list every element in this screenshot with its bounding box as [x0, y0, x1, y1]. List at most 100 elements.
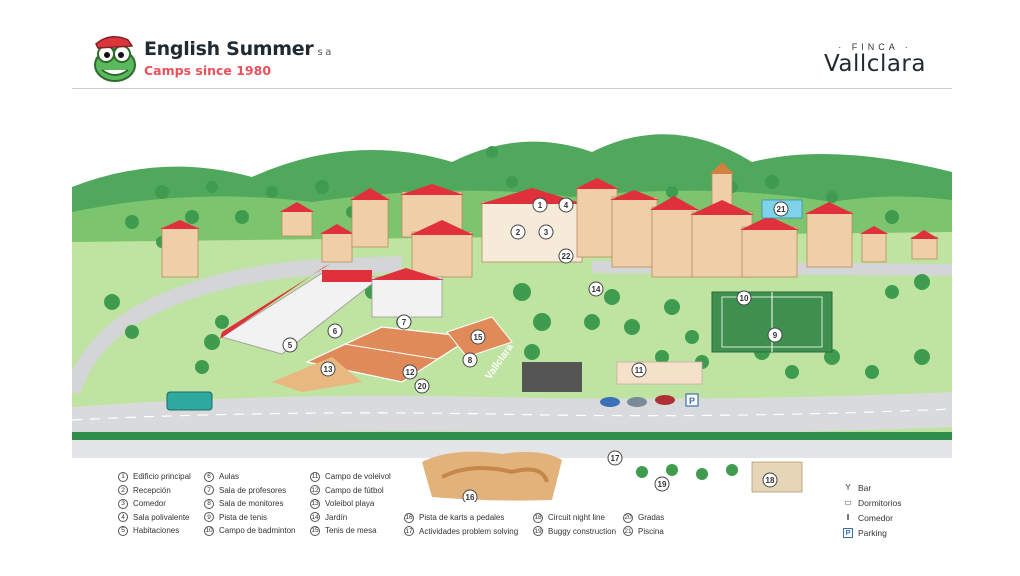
finca-vallclara-logo[interactable]: · FINCA · Vallclara: [800, 42, 950, 82]
legend-number: 17: [404, 526, 414, 537]
map-marker-5[interactable]: 5: [282, 337, 298, 353]
legend-symbol-item: ▭ Dormitorios: [843, 495, 901, 510]
bed-icon: ▭: [844, 498, 852, 507]
map-marker-label: 3: [544, 228, 549, 237]
map-marker-label: 13: [324, 365, 333, 374]
legend-number: 11: [310, 471, 320, 482]
beach-volleyball-court: [272, 357, 362, 392]
map-marker-9[interactable]: 9: [767, 327, 783, 343]
map-marker-label: 8: [468, 356, 473, 365]
brand-suffix: s a: [317, 47, 332, 58]
legend-label: Campo de fútbol: [325, 485, 384, 495]
map-marker-label: 21: [777, 205, 786, 214]
legend-number: 9: [204, 512, 214, 523]
legend-label: Sala de monitores: [219, 499, 284, 509]
legend-number: 20: [623, 512, 633, 523]
legend-item: 11 Campo de voleivol: [310, 470, 391, 484]
map-marker-21[interactable]: 21: [773, 201, 789, 217]
map-marker-1[interactable]: 1: [532, 197, 548, 213]
map-marker-20[interactable]: 20: [414, 378, 430, 394]
kart-track: [422, 451, 562, 501]
legend-number: 7: [204, 485, 214, 496]
legend-label: Recepción: [133, 485, 171, 495]
map-marker-label: 17: [611, 454, 620, 463]
legend-label: Piscina: [638, 526, 664, 536]
map-marker-7[interactable]: 7: [396, 314, 412, 330]
map-marker-label: 6: [333, 327, 338, 336]
map-marker-11[interactable]: 11: [631, 362, 647, 378]
parking-icon: P: [689, 396, 695, 406]
legend-label: Buggy construction: [548, 526, 617, 536]
header-divider: [72, 88, 952, 89]
map-marker-14[interactable]: 14: [588, 281, 604, 297]
legend-number: 14: [310, 512, 320, 523]
legend-label: Habitaciones: [133, 526, 180, 536]
legend-symbol-label: Dormitorios: [858, 497, 902, 508]
map-marker-label: 15: [474, 333, 483, 342]
bar-icon: Y: [845, 483, 851, 492]
legend-label: Campo de voleivol: [325, 472, 391, 482]
volleyball-court: [616, 361, 703, 385]
legend-symbol-label: Comedor: [858, 512, 893, 523]
sports-courts: [272, 291, 833, 392]
map-marker-12[interactable]: 12: [402, 364, 418, 380]
vallclara-sign: [522, 362, 582, 392]
legend-number: 6: [204, 471, 214, 482]
map-marker-label: 22: [562, 252, 571, 261]
map-marker-19[interactable]: 19: [654, 476, 670, 492]
legend-item: 17 Actividades problem solving: [404, 525, 518, 539]
legend-number: 4: [118, 512, 128, 523]
map-marker-8[interactable]: 8: [462, 352, 478, 368]
frog-mascot-icon: [94, 36, 136, 82]
map-marker-13[interactable]: 13: [320, 361, 336, 377]
legend-label: Edificio principal: [133, 472, 191, 482]
map-marker-18[interactable]: 18: [762, 472, 778, 488]
legend-label: Circuit night line: [548, 513, 605, 523]
legend-number: 19: [533, 526, 543, 537]
legend-label: Aulas: [219, 472, 240, 482]
map-marker-label: 19: [658, 480, 667, 489]
legend-label: Comedor: [133, 499, 166, 509]
legend-item: 21 Piscina: [623, 525, 664, 539]
map-marker-17[interactable]: 17: [607, 450, 623, 466]
legend-label: Actividades problem solving: [419, 526, 519, 536]
legend-number: 21: [623, 526, 633, 537]
legend-label: Sala polivalente: [133, 512, 190, 522]
legend-label: Campo de badminton: [219, 526, 296, 536]
legend-label: Tenis de mesa: [325, 526, 377, 536]
legend-item: 6 Aulas: [204, 470, 296, 484]
map-marker-2[interactable]: 2: [510, 224, 526, 240]
legend-item: 8 Sala de monitores: [204, 497, 296, 511]
map-marker-6[interactable]: 6: [327, 323, 343, 339]
map-marker-15[interactable]: 15: [470, 329, 486, 345]
map-marker-label: 2: [516, 228, 521, 237]
map-marker-22[interactable]: 22: [558, 248, 574, 264]
map-marker-10[interactable]: 10: [736, 290, 752, 306]
map-marker-4[interactable]: 4: [558, 197, 574, 213]
legend-number: 8: [204, 498, 214, 509]
map-marker-3[interactable]: 3: [538, 224, 554, 240]
parking-area: P: [600, 393, 699, 407]
road-west: [64, 256, 403, 395]
legend-number: 16: [404, 512, 414, 523]
